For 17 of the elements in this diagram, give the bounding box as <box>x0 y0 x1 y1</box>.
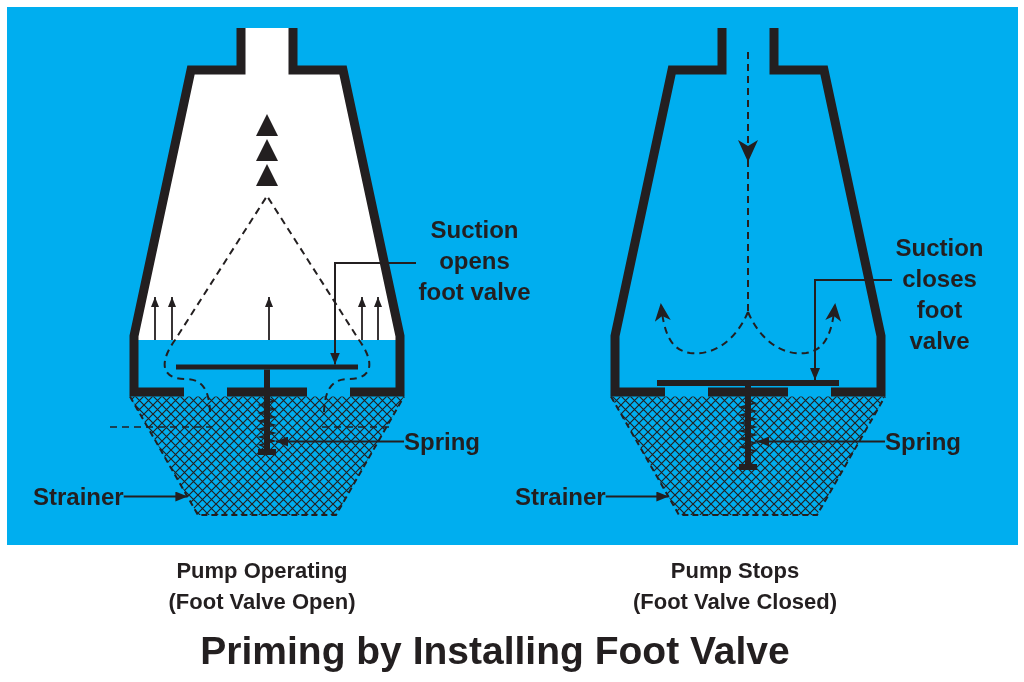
leader-line <box>756 436 886 447</box>
callout-label: Strainer <box>515 481 606 512</box>
leader-line <box>810 279 893 381</box>
panel-caption: (Foot Valve Open) <box>167 588 357 616</box>
panel-caption: Pump Operating <box>175 557 349 585</box>
panel-caption: (Foot Valve Closed) <box>631 588 839 616</box>
callout-label: Suction closes foot valve <box>892 232 987 356</box>
callout-label: Strainer <box>33 481 124 512</box>
diagram-title: Priming by Installing Foot Valve <box>199 629 791 673</box>
callout-label: Spring <box>404 426 480 457</box>
leader-line <box>275 436 405 447</box>
callout-label: Suction opens foot valve <box>416 214 533 307</box>
leader-line <box>122 491 189 502</box>
leader-line <box>604 491 670 502</box>
callout-label: Spring <box>885 426 961 457</box>
leader-line <box>330 262 417 366</box>
panel-caption: Pump Stops <box>669 557 801 585</box>
